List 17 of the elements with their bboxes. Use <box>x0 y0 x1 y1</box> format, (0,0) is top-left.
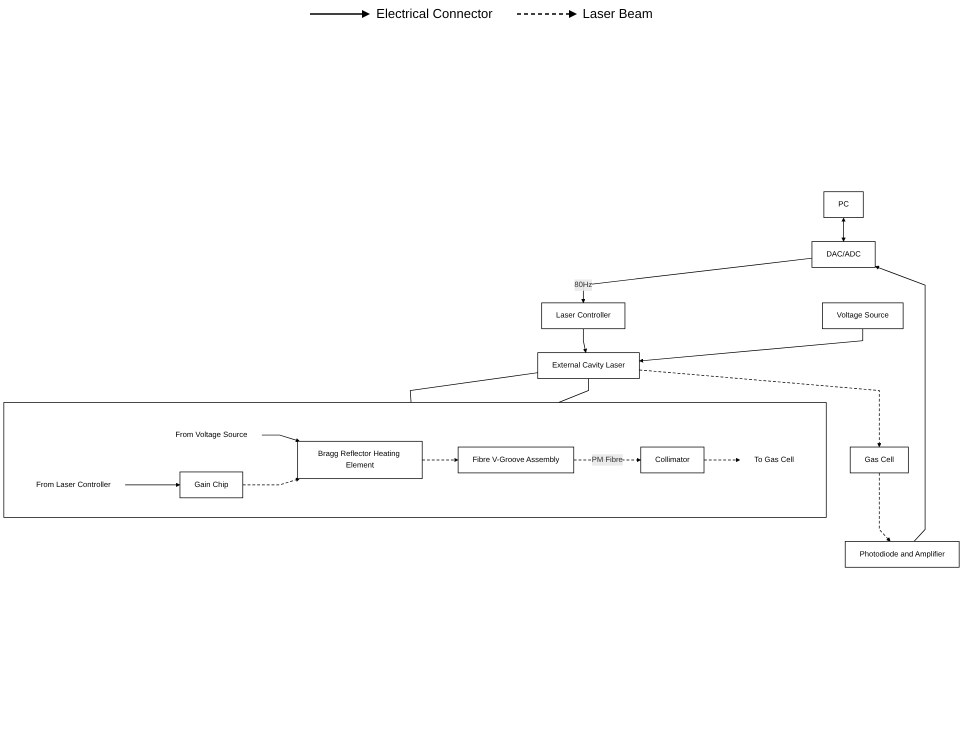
connector <box>558 378 589 403</box>
connector <box>410 372 538 403</box>
arrow <box>242 478 300 486</box>
arrow <box>878 472 890 542</box>
arrow <box>582 328 588 353</box>
arrow <box>841 218 846 242</box>
legend-text: Electrical Connector <box>376 6 493 21</box>
arrow <box>638 370 882 448</box>
arrow <box>704 458 740 462</box>
arrow <box>581 258 812 304</box>
arrow <box>639 328 864 363</box>
cluster <box>3 402 827 518</box>
arrow <box>422 458 458 462</box>
arrow <box>261 434 300 442</box>
arrow <box>124 482 180 487</box>
arrow <box>875 266 926 542</box>
legend-text: Laser Beam <box>582 6 653 21</box>
